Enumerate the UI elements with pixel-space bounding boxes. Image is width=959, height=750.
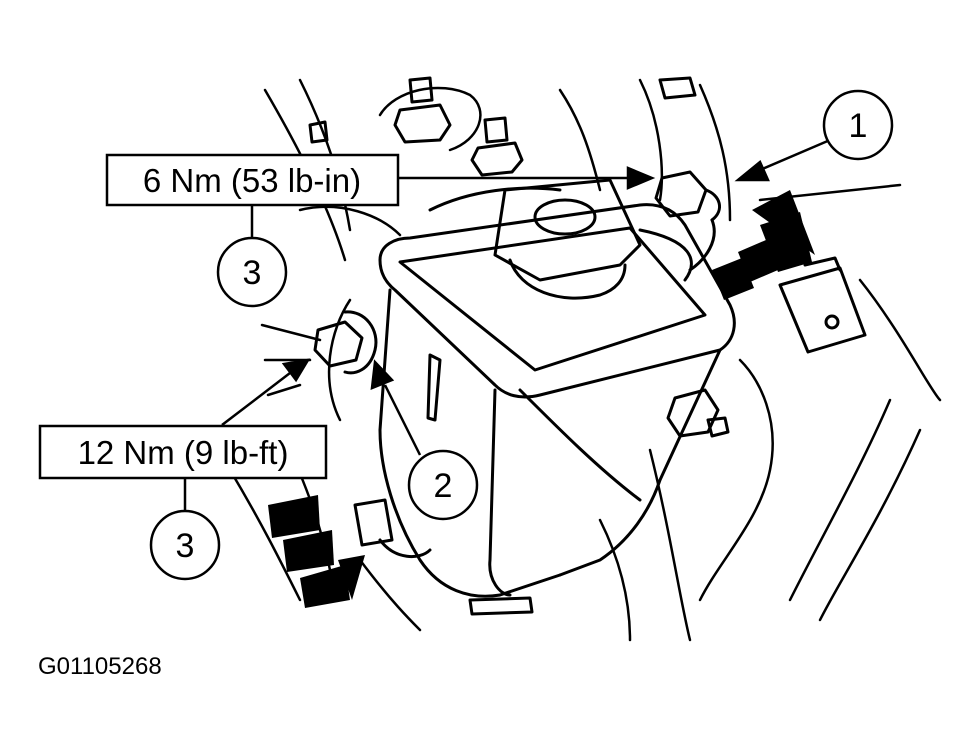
torque-text-upper: 6 Nm (53 lb-in) bbox=[143, 162, 361, 199]
bolt-1 bbox=[654, 170, 722, 272]
leader-torque-lower bbox=[221, 372, 291, 426]
callout-1-number: 1 bbox=[849, 107, 868, 145]
arrowhead-torque-lower bbox=[281, 358, 311, 383]
torque-label-lower: 12 Nm (9 lb-ft) bbox=[38, 424, 328, 480]
electrical-connector bbox=[778, 256, 867, 354]
figure-code: G01105268 bbox=[38, 653, 162, 680]
callout-2-number: 2 bbox=[434, 467, 453, 505]
arrowhead-callout-2 bbox=[370, 359, 395, 390]
reservoir-cap bbox=[428, 178, 693, 300]
mounting-studs bbox=[308, 76, 697, 177]
callout-3-lower-number: 3 bbox=[176, 527, 195, 565]
callout-2: 2 bbox=[407, 449, 479, 521]
callout-1: 1 bbox=[822, 89, 894, 161]
removal-arrow-upper bbox=[712, 190, 815, 300]
arrowhead-callout-1 bbox=[734, 159, 770, 182]
torque-text-lower: 12 Nm (9 lb-ft) bbox=[78, 434, 289, 471]
hose-fitting bbox=[666, 388, 730, 438]
callout-3-upper: 3 bbox=[216, 236, 288, 308]
callout-3-upper-number: 3 bbox=[243, 254, 262, 292]
leader-callout-1 bbox=[759, 138, 831, 172]
coolant-reservoir bbox=[378, 203, 736, 598]
removal-arrow-lower bbox=[268, 495, 365, 608]
arrowhead-torque-upper bbox=[626, 166, 656, 190]
callout-3-lower: 3 bbox=[149, 509, 221, 581]
leader-callout-2 bbox=[383, 384, 422, 456]
bolt-2 bbox=[313, 310, 378, 375]
torque-label-upper: 6 Nm (53 lb-in) bbox=[105, 153, 400, 207]
bottom-hose-clamps bbox=[353, 498, 534, 616]
